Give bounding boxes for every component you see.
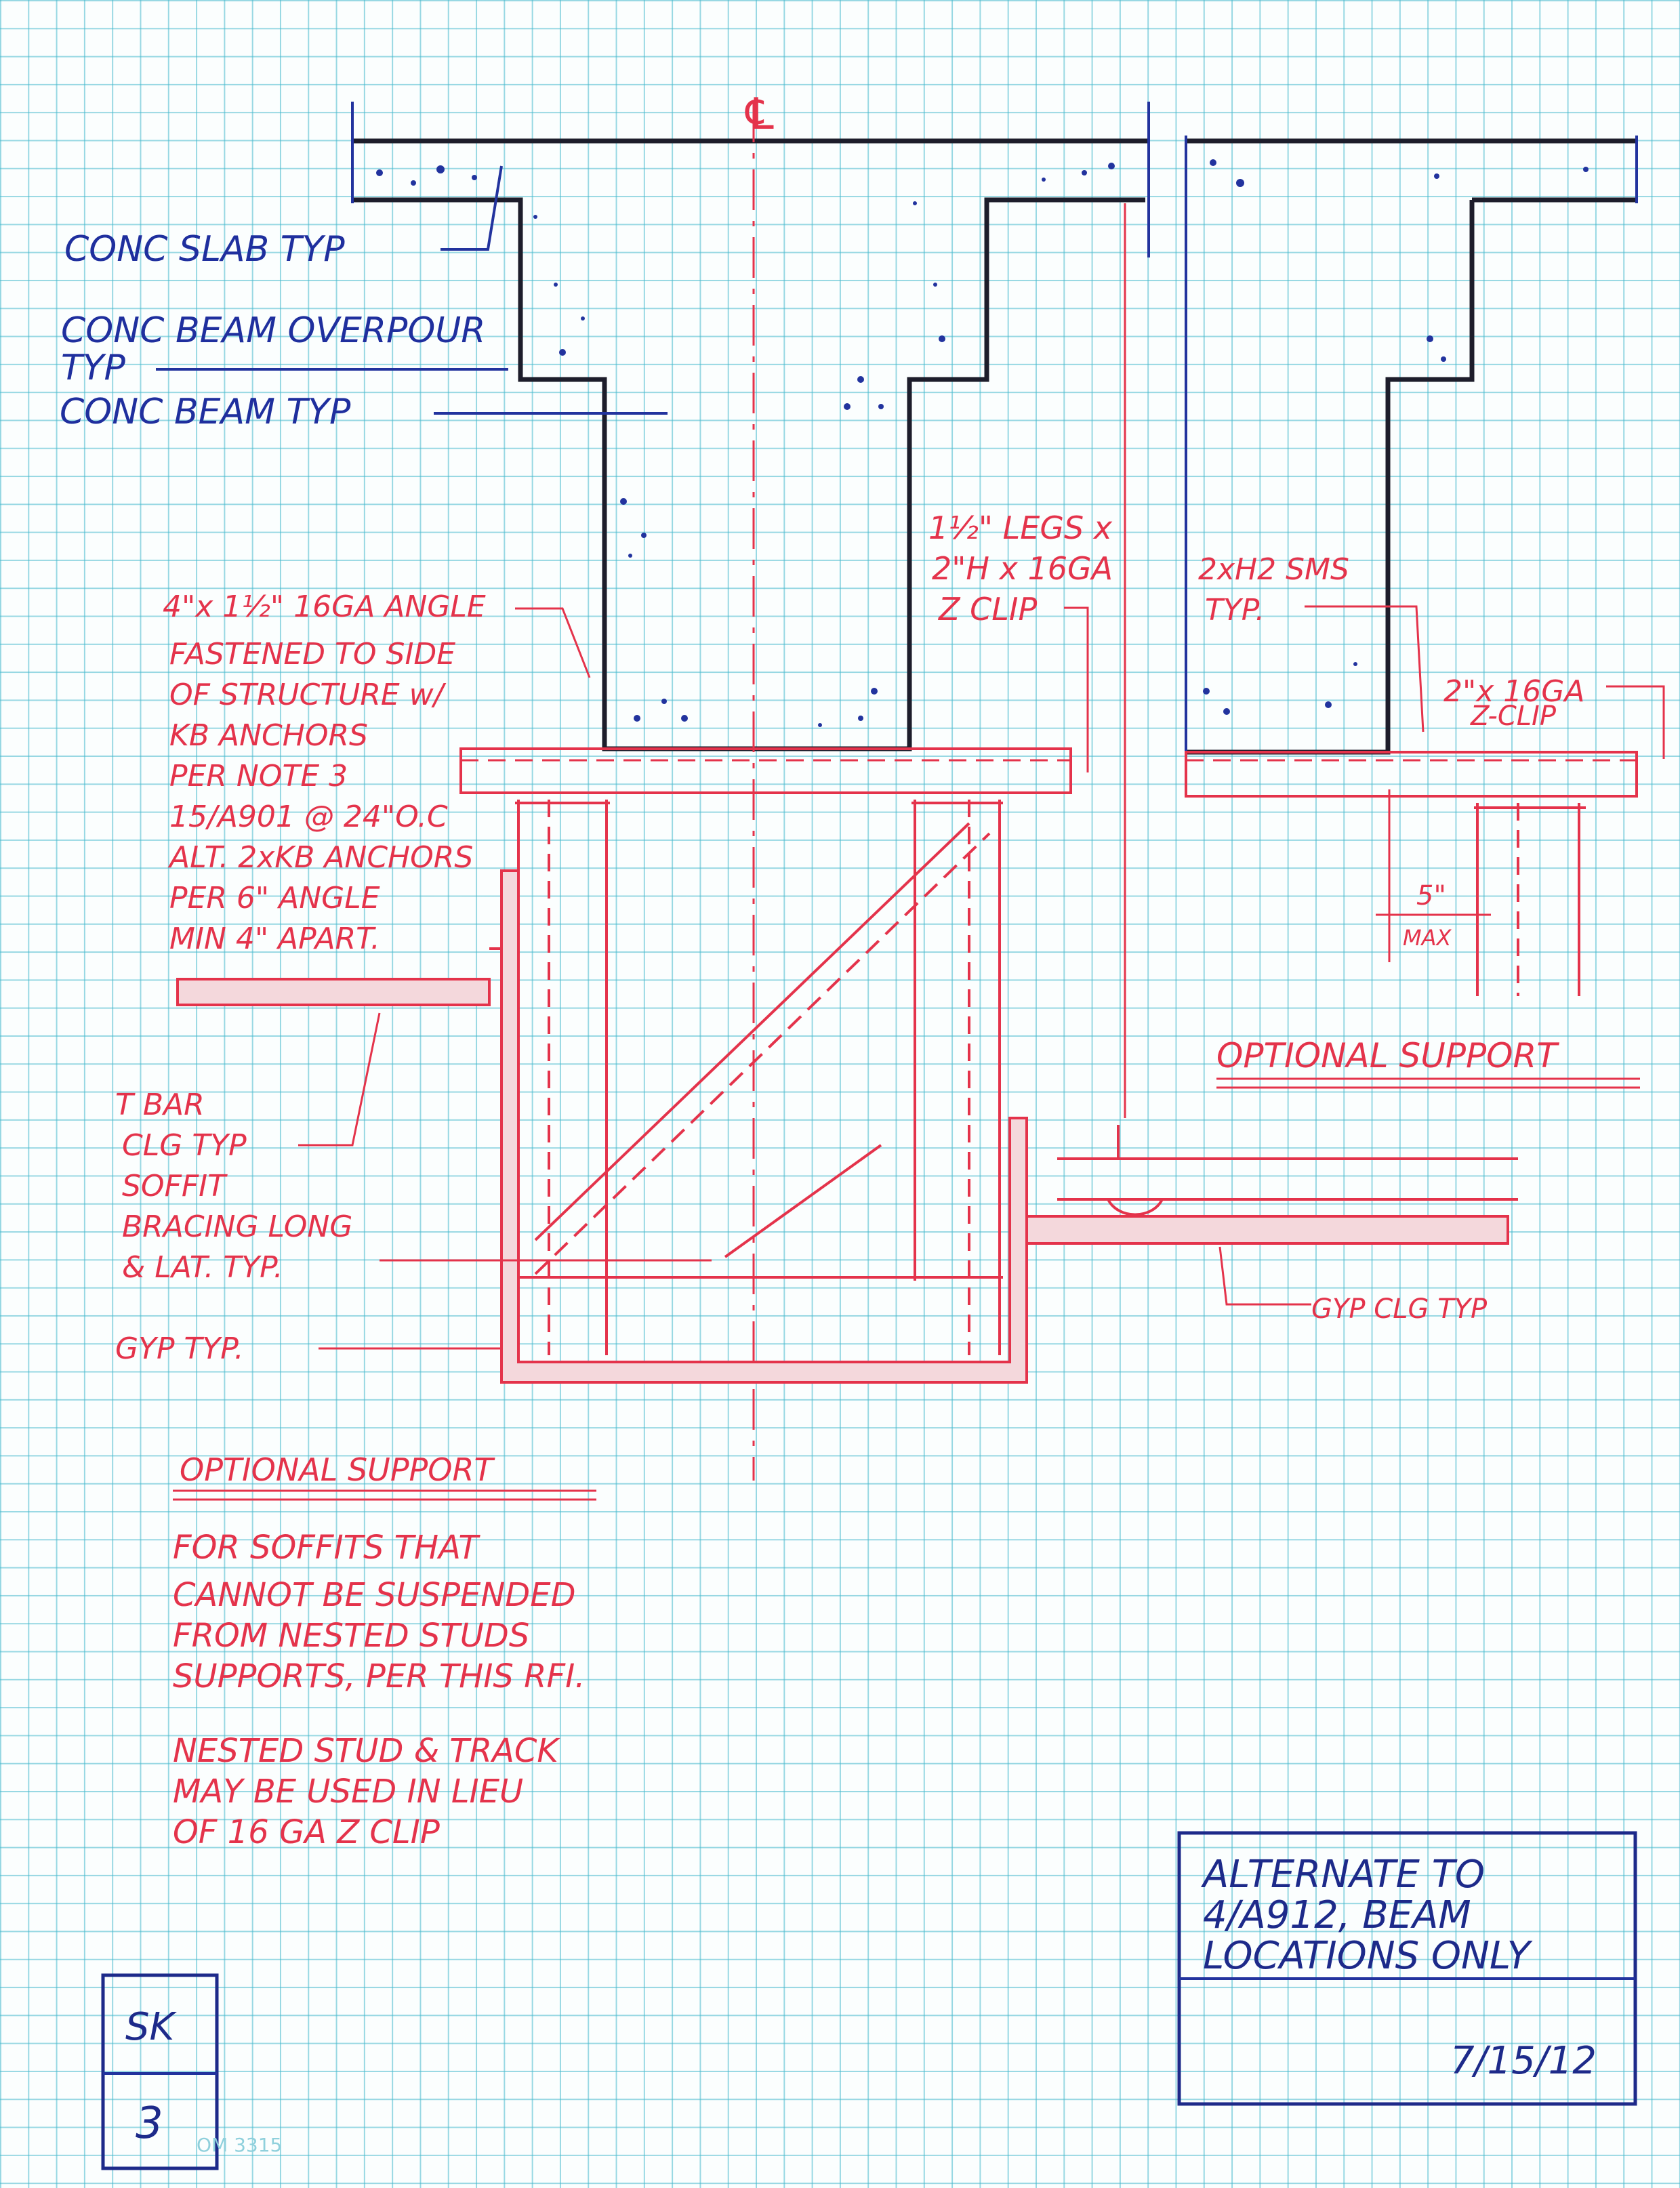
sms-note-line: 2xH2 SMS	[1198, 552, 1349, 587]
zclip-note-line: Z CLIP	[937, 591, 1037, 627]
concrete-section-main	[351, 102, 1150, 751]
angle-note-line: 15/A901 @ 24"O.C	[169, 800, 448, 834]
optional-support-left: OPTIONAL SUPPORT	[173, 1451, 596, 1501]
zclip2-note-line: Z-CLIP	[1470, 701, 1557, 732]
note-soffits-line: FOR SOFFITS THAT	[173, 1529, 480, 1567]
label-conc-beam: CONC BEAM TYP	[60, 392, 351, 432]
note-soffits: FOR SOFFITS THAT CANNOT BE SUSPENDED FRO…	[173, 1529, 585, 1695]
dim-max-label: MAX	[1403, 925, 1452, 951]
sms-note-line: TYP.	[1205, 593, 1265, 627]
angle-note: 4"x 1½" 16GA ANGLE FASTENED TO SIDE OF S…	[163, 590, 486, 956]
bracing-note-line: BRACING LONG	[122, 1210, 352, 1244]
soffit-bracing	[515, 822, 1003, 1279]
zclip-note-line: 1½" LEGS x	[928, 510, 1113, 546]
note-soffits-line: FROM NESTED STUDS	[173, 1617, 529, 1655]
title-block-line: 4/A912, BEAM	[1203, 1893, 1471, 1937]
sheet-number: 3	[136, 2099, 163, 2149]
label-beam-overpour: CONC BEAM OVERPOUR	[61, 310, 485, 351]
sms-note: 2xH2 SMS TYP.	[1198, 552, 1349, 627]
title-block-line: LOCATIONS ONLY	[1203, 1934, 1533, 1978]
note-soffits-line: CANNOT BE SUSPENDED	[173, 1576, 576, 1614]
dimension-5in	[1376, 789, 1491, 962]
zclip2-note-line: 2"x 16GA	[1443, 674, 1584, 709]
leaders-red	[298, 203, 1665, 1350]
optional-support-right-title: OPTIONAL SUPPORT	[1216, 1036, 1559, 1075]
form-number: OM 3315	[197, 2134, 282, 2156]
title-block-date: 7/15/12	[1450, 2039, 1597, 2083]
concrete-aggregate	[376, 163, 1115, 727]
right-track	[1185, 751, 1638, 996]
angle-note-line: MIN 4" APART.	[169, 922, 380, 956]
zclip-note: 1½" LEGS x 2"H x 16GA Z CLIP	[928, 510, 1113, 627]
sheet-prefix: SK	[125, 2005, 178, 2049]
gyp-soffit	[500, 869, 1028, 1384]
bracing-note-line: SOFFIT	[122, 1169, 228, 1203]
centerline: ℄	[740, 89, 779, 1481]
centerline-symbol: ℄	[740, 89, 779, 140]
note-soffits-line: SUPPORTS, PER THIS RFI.	[173, 1657, 585, 1695]
angle-note-line: PER NOTE 3	[169, 759, 348, 793]
label-beam-overpour-typ: TYP	[61, 348, 126, 388]
bracing-note-line: & LAT. TYP.	[122, 1250, 283, 1285]
dim-5in-label: 5"	[1416, 880, 1446, 911]
title-block: ALTERNATE TO 4/A912, BEAM LOCATIONS ONLY…	[1177, 1831, 1637, 2106]
note-nested-line: MAY BE USED IN LIEU	[173, 1773, 523, 1811]
tbar-ceiling-left	[176, 947, 503, 1006]
angle-note-line: ALT. 2xKB ANCHORS	[167, 840, 473, 875]
note-nested-line: OF 16 GA Z CLIP	[173, 1813, 440, 1851]
angle-note-line: OF STRUCTURE w/	[169, 678, 447, 712]
optional-support-right: OPTIONAL SUPPORT	[1216, 1036, 1640, 1089]
title-block-line: ALTERNATE TO	[1201, 1853, 1485, 1897]
optional-support-left-title: OPTIONAL SUPPORT	[180, 1451, 495, 1488]
angle-track	[459, 747, 1072, 794]
leaders-blue	[156, 165, 668, 415]
zclip2-note: 2"x 16GA Z-CLIP	[1443, 674, 1584, 732]
note-nested: NESTED STUD & TRACK MAY BE USED IN LIEU …	[173, 1732, 560, 1851]
concrete-aggregate-right	[1203, 159, 1589, 715]
angle-note-line: 4"x 1½" 16GA ANGLE	[163, 590, 486, 624]
tbar-note: T BAR CLG TYP	[115, 1088, 247, 1163]
label-gyp-clg: GYP CLG TYP	[1311, 1294, 1488, 1325]
angle-note-line: KB ANCHORS	[169, 718, 368, 753]
angle-note-line: PER 6" ANGLE	[169, 881, 380, 915]
gyp-ceiling-right	[1025, 1125, 1518, 1245]
tbar-note-line: CLG TYP	[122, 1128, 247, 1163]
label-conc-slab: CONC SLAB TYP	[64, 229, 345, 270]
zclip-note-line: 2"H x 16GA	[932, 550, 1113, 587]
bracing-note: SOFFIT BRACING LONG & LAT. TYP.	[122, 1169, 352, 1285]
angle-note-line: FASTENED TO SIDE	[169, 637, 455, 672]
sheet-number-box: SK 3 OM 3315	[101, 1973, 282, 2170]
note-nested-line: NESTED STUD & TRACK	[173, 1732, 560, 1770]
label-gyp-typ: GYP TYP.	[115, 1332, 244, 1366]
soffit-studs	[515, 800, 1003, 1355]
tbar-note-line: T BAR	[115, 1088, 205, 1122]
